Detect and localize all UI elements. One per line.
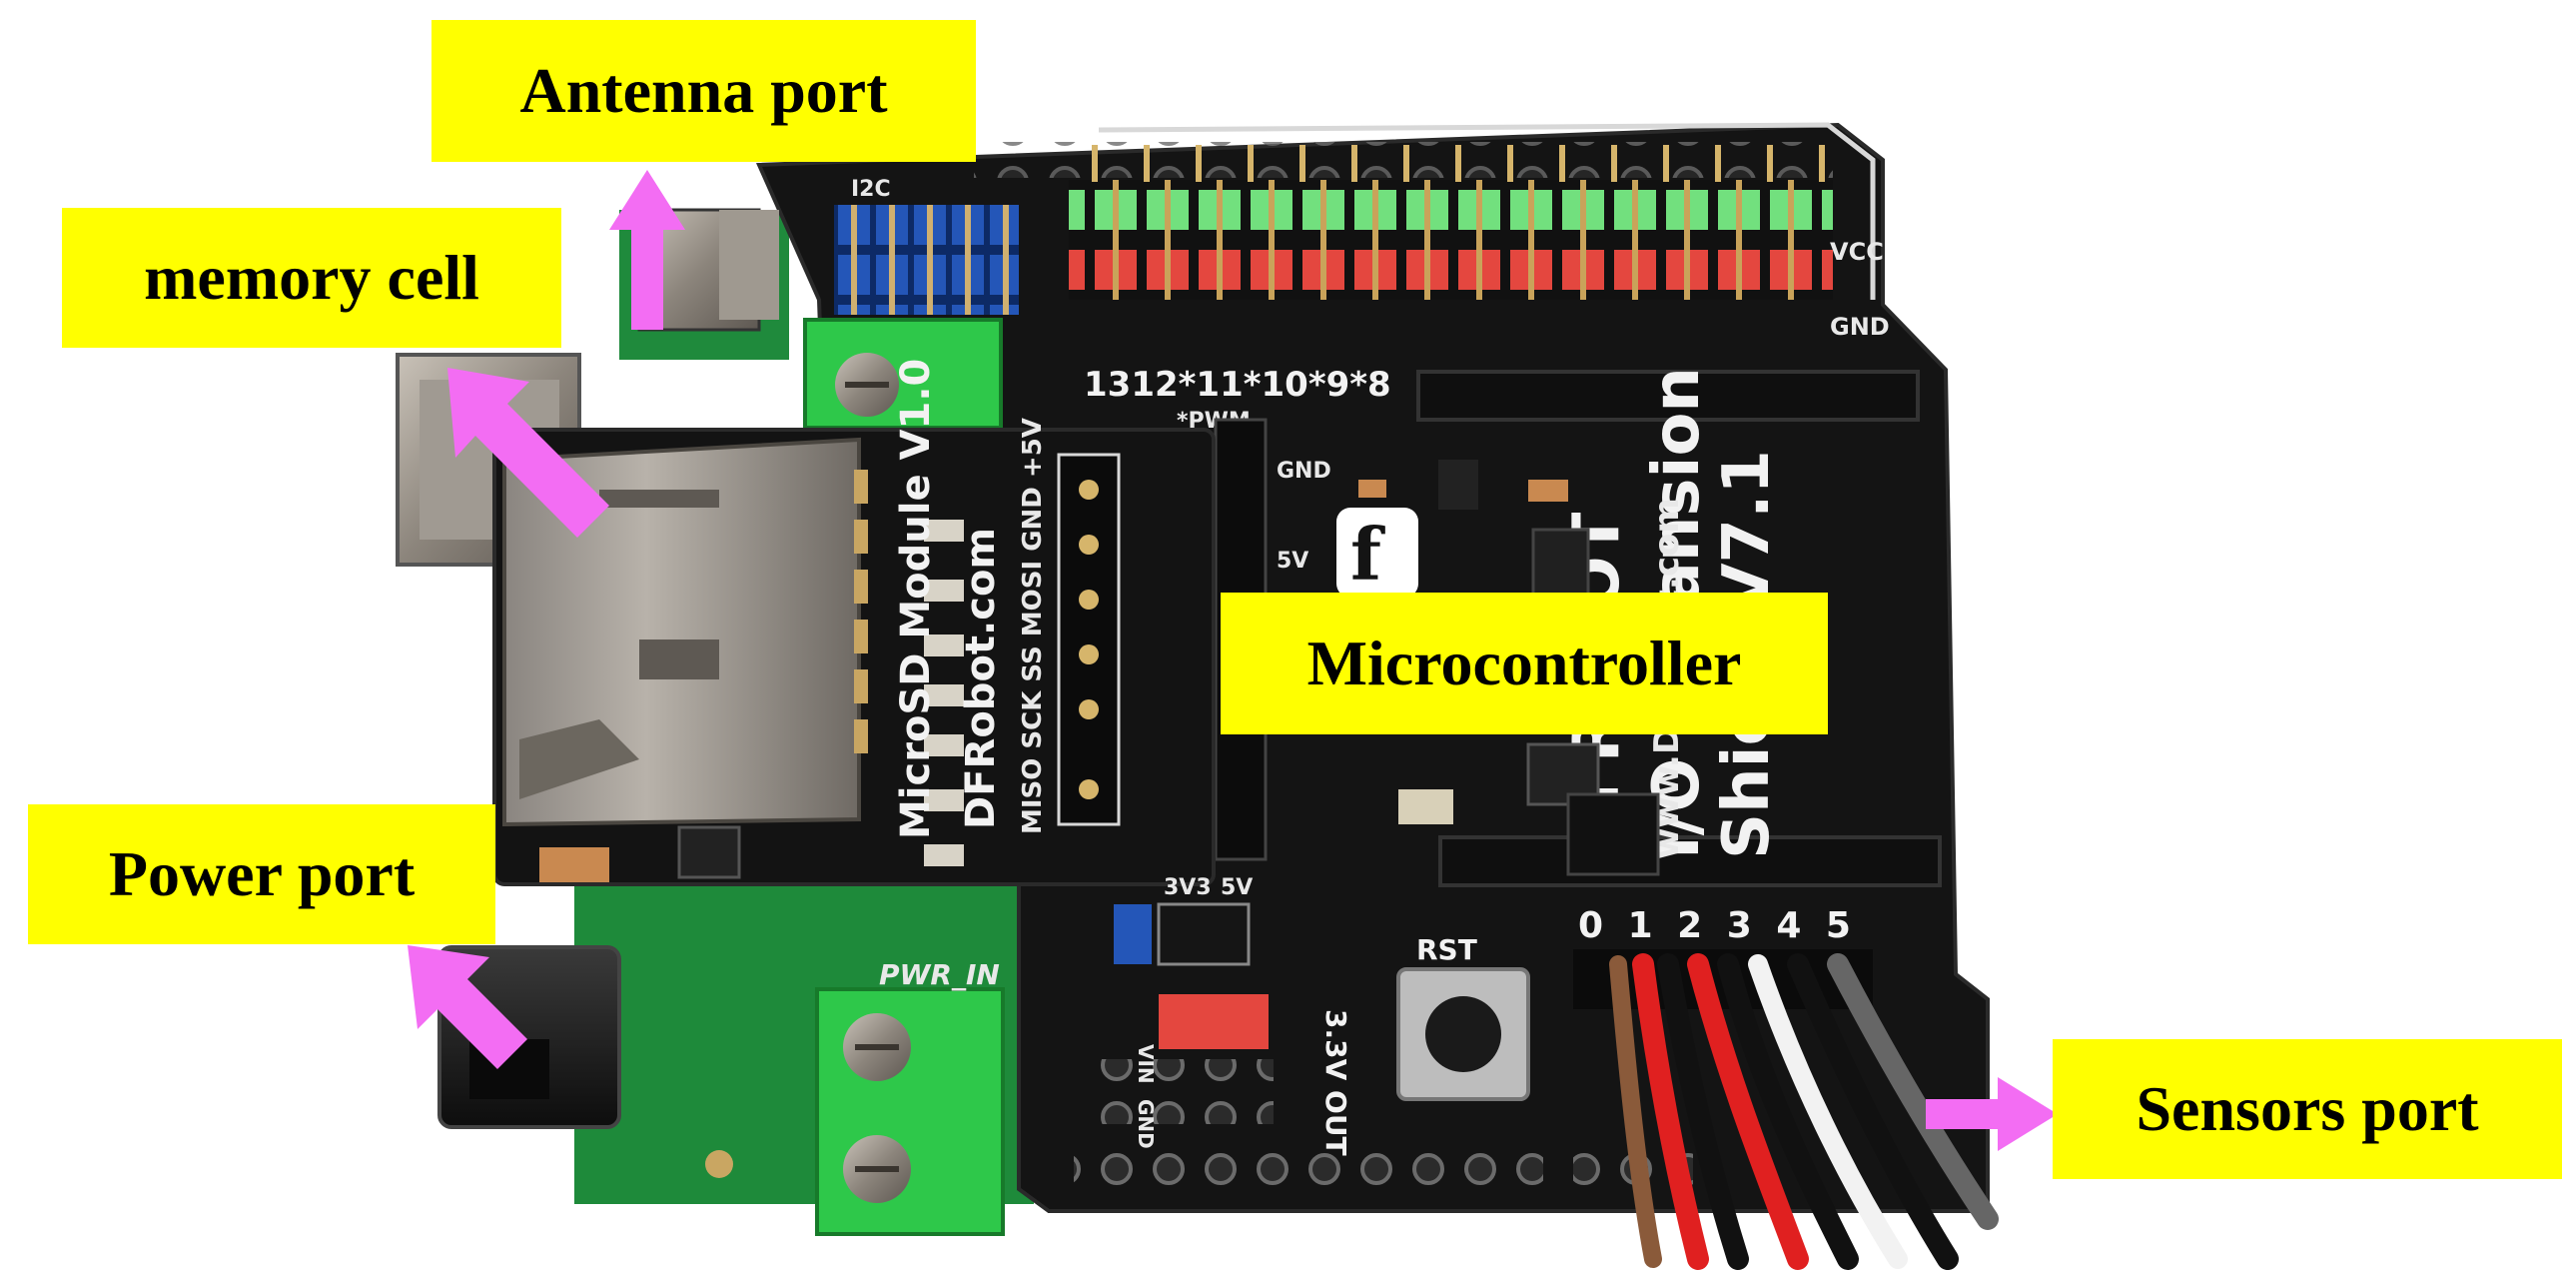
reset-button: RST xyxy=(1396,933,1530,1101)
module-brand: DFRobot.com xyxy=(958,528,1004,829)
analog-pin-labels: 0 1 2 3 4 5 xyxy=(1578,905,1851,946)
vcc-label: VCC xyxy=(1830,238,1884,266)
arrows xyxy=(408,170,2058,1151)
arrow-memory xyxy=(447,368,609,538)
arrow-sensors xyxy=(1926,1077,2058,1151)
terminal-top xyxy=(803,318,1003,430)
i2c-blue-header: I2C xyxy=(834,177,1019,315)
module-name: MicroSD Module V1.0 xyxy=(893,359,939,839)
arrow-antenna xyxy=(609,170,685,330)
label-microcontroller: Microcontroller xyxy=(1221,593,1828,734)
out-label: 3.3V OUT xyxy=(1319,1009,1352,1156)
label-sensors-port: Sensors port xyxy=(2053,1039,2562,1179)
gnd-label-top: GND xyxy=(1830,313,1890,341)
rst-label: RST xyxy=(1416,933,1477,966)
digital-pin-label: 1312*11*10*9*8 xyxy=(1084,365,1391,405)
svg-text:I2C: I2C xyxy=(851,177,891,202)
svg-text:f: f xyxy=(1350,512,1385,597)
module-pins: MISO SCK SS MOSI GND +5V xyxy=(1018,418,1048,834)
df-logo: f xyxy=(1336,508,1418,598)
arrow-power xyxy=(408,945,527,1069)
gnd-label-mid: GND xyxy=(1277,459,1331,484)
5v-label: 5V xyxy=(1277,549,1308,574)
bottom-holes xyxy=(1074,1139,1693,1191)
3v3-label: 3V3 xyxy=(1164,875,1212,900)
label-power-port: Power port xyxy=(28,804,495,944)
pwr-terminal: PWR_IN xyxy=(815,958,1005,1236)
vin-label: VIN xyxy=(1134,1044,1158,1084)
digital-pin-headers: 1312*11*10*9*8 *PWM VCC GND xyxy=(1069,145,1890,434)
vin-jumper: VIN GND 3.3V OUT xyxy=(1084,994,1352,1156)
microsd-module: MicroSD Module V1.0 DFRobot.com MISO SCK… xyxy=(492,359,1216,886)
label-antenna-port: Antenna port xyxy=(431,20,976,162)
voltage-jumper: 3V3 5V xyxy=(1114,875,1253,966)
5v-label-jumper: 5V xyxy=(1221,875,1253,900)
label-memory-cell: memory cell xyxy=(62,208,561,348)
dc-power-jack xyxy=(437,945,733,1178)
sensor-cables xyxy=(1609,953,1999,1270)
pwr-in-label: PWR_IN xyxy=(879,958,1000,991)
female-header xyxy=(1416,370,1942,887)
